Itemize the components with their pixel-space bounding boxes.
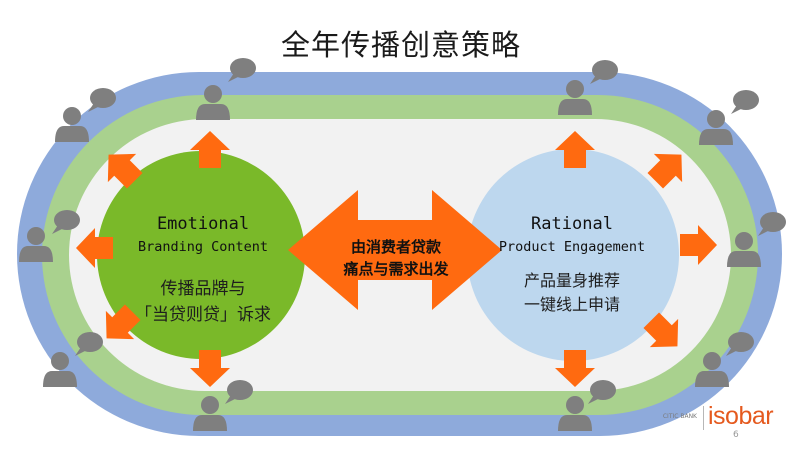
- emotional-title: Emotional: [156, 214, 250, 234]
- logo-divider: [703, 406, 704, 430]
- rational-title: Rational: [531, 214, 613, 234]
- page-number: 6: [733, 430, 739, 440]
- emotional-circle: [97, 151, 305, 359]
- emotional-cn-line1: 传播品牌与: [160, 279, 246, 299]
- speech-bubble-icon: [731, 90, 759, 114]
- center-text-line1: 由消费者贷款: [350, 238, 441, 256]
- center-double-arrow: [288, 190, 502, 310]
- partner-logo: CITIC BANK: [662, 413, 697, 420]
- rational-cn-line2: 一键线上申请: [523, 295, 620, 314]
- emotional-subtitle: Branding Content: [137, 239, 269, 255]
- page-title: 全年传播创意策略: [280, 28, 521, 62]
- isobar-logo: isobar: [708, 402, 774, 430]
- rational-cn-line1: 产品量身推荐: [523, 271, 620, 290]
- rational-subtitle: Product Engagement: [498, 239, 646, 255]
- rational-circle: [467, 149, 679, 361]
- center-text-line2: 痛点与需求出发: [343, 260, 449, 278]
- emotional-cn-line2: 「当贷则贷」诉求: [135, 305, 271, 325]
